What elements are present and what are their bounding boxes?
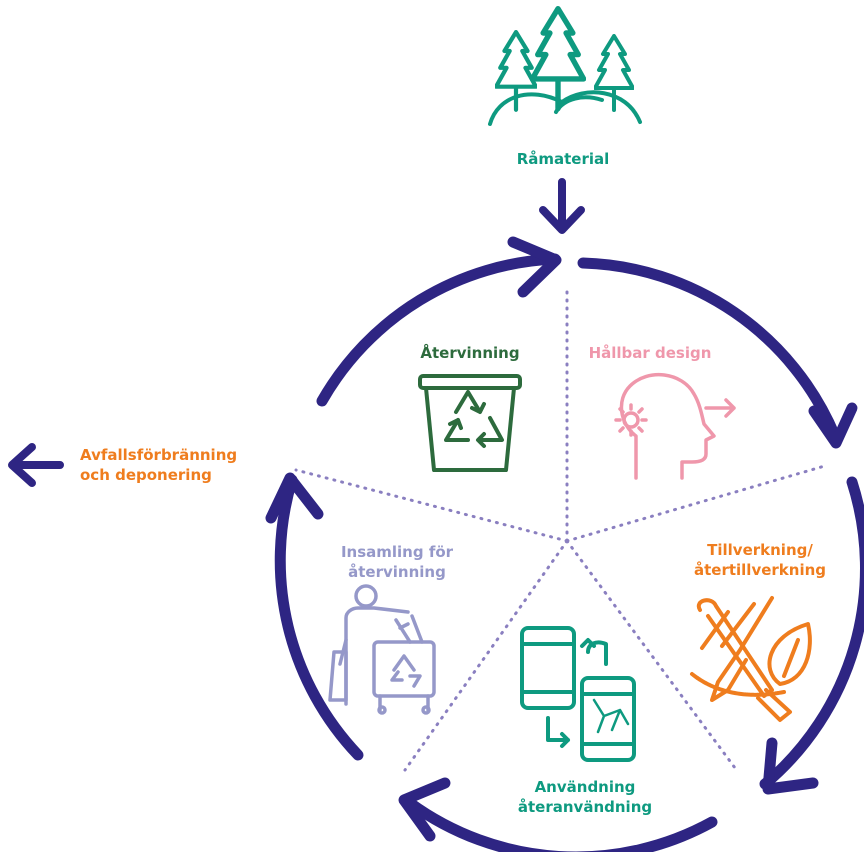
cycle-arc-bottom <box>404 797 718 852</box>
recycling-bin-icon <box>418 374 522 472</box>
segment-label-manufacturing: Tillverkning/ återtillverkning <box>680 540 840 580</box>
segment-dividers <box>294 290 830 774</box>
manufacturing-label-line1: Tillverkning/ <box>707 541 813 559</box>
incineration-label-line1: Avfallsförbränning <box>80 446 238 464</box>
cycle-ring <box>265 236 864 852</box>
tools-leaf-icon <box>690 596 812 722</box>
cycle-arc-top-right <box>577 257 841 442</box>
cycle-arc-right <box>759 476 864 790</box>
cycle-arc-top-left <box>316 253 561 407</box>
arrowhead-top-icon <box>507 236 562 298</box>
arrowhead-lower-right-icon <box>762 737 819 795</box>
forest-icon <box>488 9 642 126</box>
arrowhead-bottom-icon <box>398 777 451 842</box>
segment-label-design: Hållbar design <box>588 344 712 362</box>
collection-label-line2: återvinning <box>348 563 446 581</box>
use-label-line1: Användning <box>534 778 636 796</box>
input-arrow-icon <box>539 178 585 234</box>
arrowhead-right-icon <box>808 402 858 449</box>
incineration-label: Avfallsförbränning och deponering <box>80 445 280 485</box>
arrow-left-icon <box>8 443 64 487</box>
manufacturing-label-line2: återtillverkning <box>693 561 827 579</box>
head-gear-icon <box>614 372 736 480</box>
cycle-arc-left <box>274 474 364 761</box>
collection-label-line1: Insamling för <box>340 543 454 561</box>
segment-label-collection: Insamling för återvinning <box>322 542 472 582</box>
arrowhead-left-icon <box>265 472 324 524</box>
segment-label-recycling: Återvinning <box>420 344 520 362</box>
incineration-label-line2: och deponering <box>80 466 212 484</box>
use-label-line2: återanvändning <box>517 798 653 816</box>
phones-icon <box>520 626 636 762</box>
person-bins-icon <box>328 584 436 715</box>
raw-material-label: Råmaterial <box>516 150 610 168</box>
segment-label-use: Användning återanvändning <box>500 777 670 817</box>
